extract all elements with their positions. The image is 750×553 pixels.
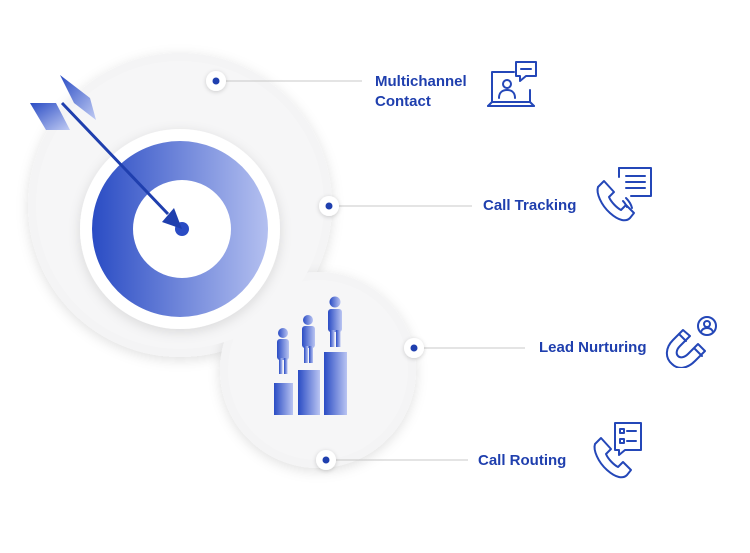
connector-dot-3 xyxy=(404,338,424,358)
connector-dot-1 xyxy=(206,71,226,91)
connector-dot-4 xyxy=(316,450,336,470)
connector-lines xyxy=(226,80,525,461)
label-multichannel-contact: Multichannel Contact xyxy=(375,72,467,112)
phone-checklist-icon xyxy=(593,422,642,479)
growth-chart-icon xyxy=(274,296,347,415)
arrow-icon xyxy=(30,75,182,229)
label-multichannel-line1: Multichannel xyxy=(375,73,467,90)
phone-document-icon xyxy=(596,167,652,222)
laptop-user-chat-icon xyxy=(487,61,537,107)
person-figure-2 xyxy=(302,315,315,363)
label-call-routing: Call Routing xyxy=(478,452,567,469)
target-graphic xyxy=(80,129,280,329)
person-figure-1 xyxy=(277,328,289,374)
connector-dots xyxy=(206,71,424,470)
label-lead-nurturing: Lead Nurturing xyxy=(539,339,647,356)
magnet-user-icon xyxy=(665,316,717,368)
person-figure-3 xyxy=(328,296,342,347)
label-call-tracking: Call Tracking xyxy=(483,197,577,214)
connector-dot-2 xyxy=(319,196,339,216)
label-multichannel-line2: Contact xyxy=(375,93,431,110)
